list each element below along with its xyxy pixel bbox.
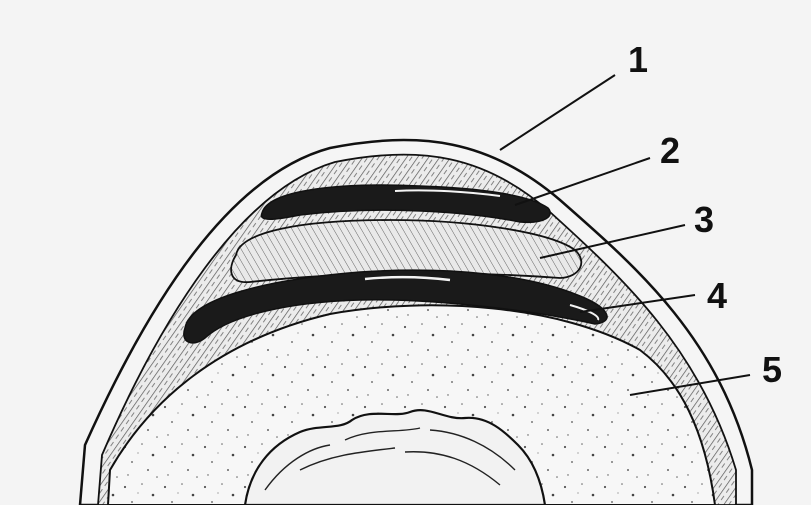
callout-label-5: 5 (762, 349, 782, 390)
callout-label-1: 1 (628, 39, 648, 80)
callout-label-4: 4 (707, 275, 727, 316)
callout-label-3: 3 (694, 199, 714, 240)
callout-label-2: 2 (660, 130, 680, 171)
leader-line-1 (500, 75, 615, 150)
